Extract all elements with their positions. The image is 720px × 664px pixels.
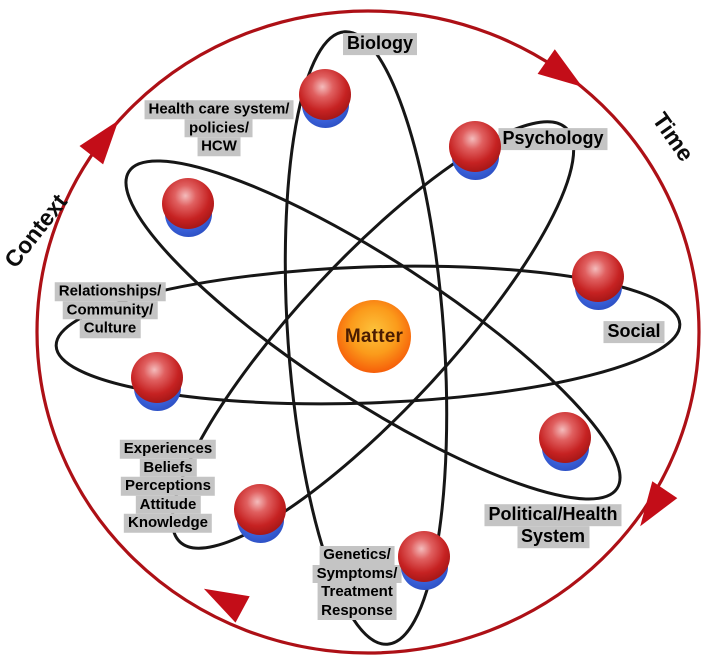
label-relationships-line: Culture: [79, 319, 141, 338]
orbit-ellipse-diagonal-down: [124, 159, 622, 501]
electron-red-ball: [572, 251, 624, 302]
label-experiences-line: Experiences: [119, 439, 217, 459]
label-biology: Biology: [343, 33, 417, 55]
label-genetics-line: Symptoms/: [312, 564, 402, 583]
label-experiences-line: Knowledge: [123, 513, 213, 533]
label-biology-line: Biology: [343, 33, 417, 55]
nucleus-label: Matter: [344, 325, 404, 347]
label-psychology: Psychology: [498, 128, 608, 150]
cycle-arrowhead-bottom-right-icon: [640, 481, 678, 527]
label-relationships: Relationships/ Community/ Culture: [54, 282, 166, 338]
label-political-line: System: [516, 526, 590, 548]
label-health-care-line: Health care system/: [144, 100, 294, 119]
label-health-care-line: policies/: [184, 118, 254, 138]
nucleus-matter: Matter: [337, 300, 411, 373]
electron-red-ball: [234, 484, 286, 535]
cycle-arrowhead-top-left-icon: [79, 120, 119, 165]
label-relationships-line: Relationships/: [54, 282, 166, 301]
label-genetics-line: Treatment: [317, 583, 397, 602]
label-experiences-line: Attitude: [135, 495, 201, 514]
label-social-line: Social: [603, 321, 665, 343]
electron-red-ball: [131, 352, 183, 403]
electron-genetics-sphere: [398, 531, 450, 590]
label-genetics-line: Response: [317, 601, 397, 620]
electron-health-care-sphere: [162, 178, 214, 237]
electron-red-ball: [449, 121, 501, 172]
electron-red-ball: [539, 412, 591, 463]
label-genetics: Genetics/ Symptoms/ Treatment Response: [312, 546, 402, 620]
context-time-cycle-circle: [35, 9, 701, 655]
cycle-arrowhead-top-right-icon: [537, 49, 583, 87]
label-relationships-line: Community/: [62, 300, 158, 320]
cycle-arrowhead-bottom-left-icon: [203, 588, 250, 623]
electron-psychology-sphere: [449, 121, 501, 180]
electron-red-ball: [398, 531, 450, 582]
orbit-ellipse-horizontal: [54, 264, 682, 406]
orbit-ellipse-diagonal-up: [170, 120, 576, 550]
electron-red-ball: [162, 178, 214, 229]
electron-red-ball: [299, 69, 351, 120]
label-health-care-system: Health care system/ policies/ HCW: [144, 100, 294, 156]
label-political-line: Political/Health: [484, 504, 622, 526]
electron-biology-sphere: [299, 69, 351, 128]
orbit-ellipse-vertical: [283, 30, 449, 646]
electron-relationships-sphere: [131, 352, 183, 411]
label-genetics-line: Genetics/: [319, 546, 395, 565]
label-political-health-system: Political/Health System: [484, 504, 622, 548]
electron-social-sphere: [572, 251, 624, 310]
label-experiences: Experiences Beliefs Perceptions Attitude…: [119, 439, 217, 533]
label-social: Social: [603, 321, 665, 343]
label-experiences-line: Beliefs: [139, 458, 197, 477]
electron-experiences-sphere: [234, 484, 286, 543]
label-experiences-line: Perceptions: [121, 476, 215, 496]
label-health-care-line: HCW: [197, 137, 241, 156]
electron-political-sphere: [539, 412, 591, 471]
label-psychology-line: Psychology: [498, 128, 608, 150]
